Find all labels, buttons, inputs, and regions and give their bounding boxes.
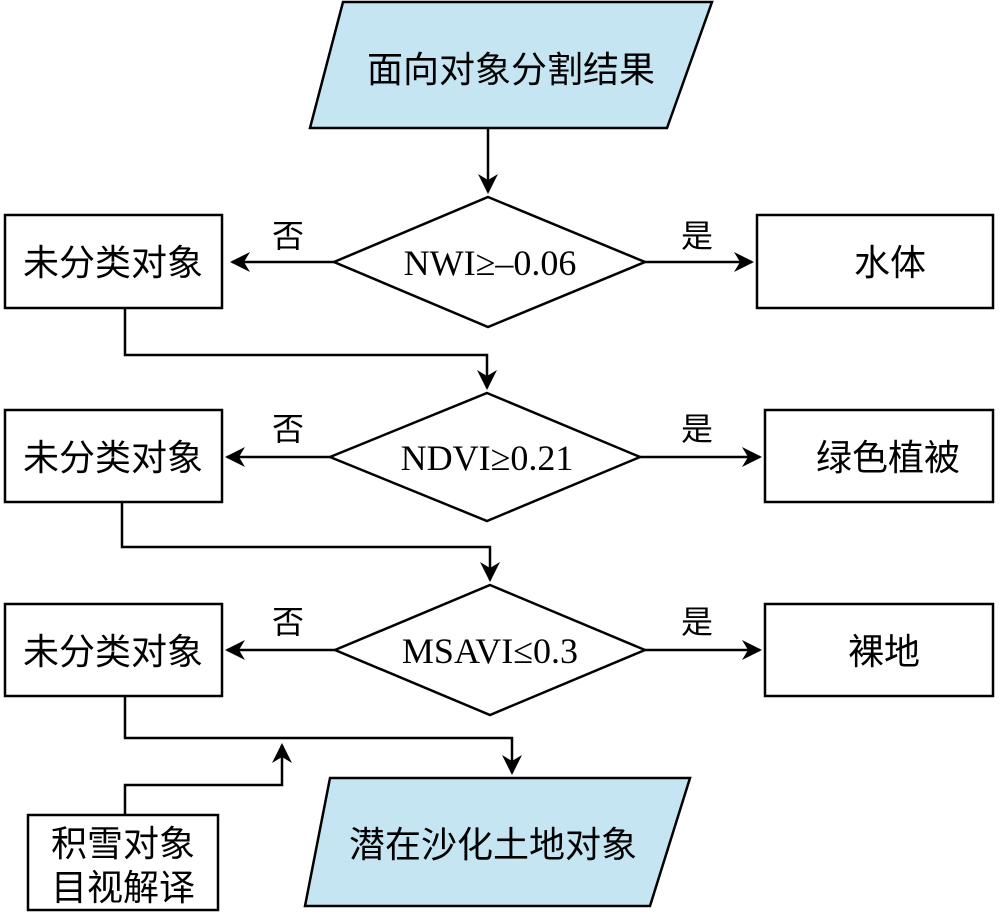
- unclassified-label-2: 未分类对象: [23, 438, 203, 479]
- result-label-3: 裸地: [848, 632, 920, 673]
- no-label-2: 否: [272, 410, 304, 448]
- unclassified-box-3: 未分类对象: [3, 602, 224, 698]
- decision-3: MSAVI≤0.3: [331, 583, 649, 717]
- manual-label-line2: 目视解译: [51, 868, 195, 909]
- decision-2-condition: NDVI≥0.21: [401, 438, 574, 478]
- result-label-2: 绿色植被: [816, 438, 960, 479]
- decision-2: NDVI≥0.21: [326, 391, 644, 523]
- start-node: 面向对象分割结果: [308, 0, 714, 130]
- result-label-1: 水体: [854, 243, 926, 284]
- edge-manual-to-merge: [123, 743, 292, 815]
- yes-label-3: 是: [681, 603, 713, 641]
- unclassified-label-1: 未分类对象: [23, 243, 203, 284]
- unclassified-box-2: 未分类对象: [3, 408, 224, 504]
- end-label: 潜在沙化土地对象: [349, 825, 637, 866]
- edge-u2-to-d3: [120, 502, 500, 582]
- decision-3-condition: MSAVI≤0.3: [402, 631, 578, 671]
- end-node: 潜在沙化土地对象: [303, 776, 692, 908]
- result-box-bare-land: 裸地: [763, 602, 995, 698]
- edge-u3-to-end: [123, 696, 522, 775]
- manual-interpretation-box: 积雪对象 目视解译: [26, 813, 220, 912]
- no-label-3: 否: [272, 603, 304, 641]
- no-label-1: 否: [272, 217, 304, 255]
- result-box-water: 水体: [755, 213, 995, 310]
- manual-label-line1: 积雪对象: [51, 824, 195, 865]
- unclassified-label-3: 未分类对象: [23, 632, 203, 673]
- start-label: 面向对象分割结果: [367, 50, 655, 91]
- decision-1: NWI≥–0.06: [330, 195, 649, 329]
- unclassified-box-1: 未分类对象: [3, 213, 224, 310]
- yes-label-1: 是: [681, 217, 713, 255]
- decision-1-condition: NWI≥–0.06: [404, 243, 577, 283]
- yes-label-2: 是: [681, 410, 713, 448]
- result-box-vegetation: 绿色植被: [763, 408, 995, 504]
- edge-u1-to-d2: [123, 308, 497, 390]
